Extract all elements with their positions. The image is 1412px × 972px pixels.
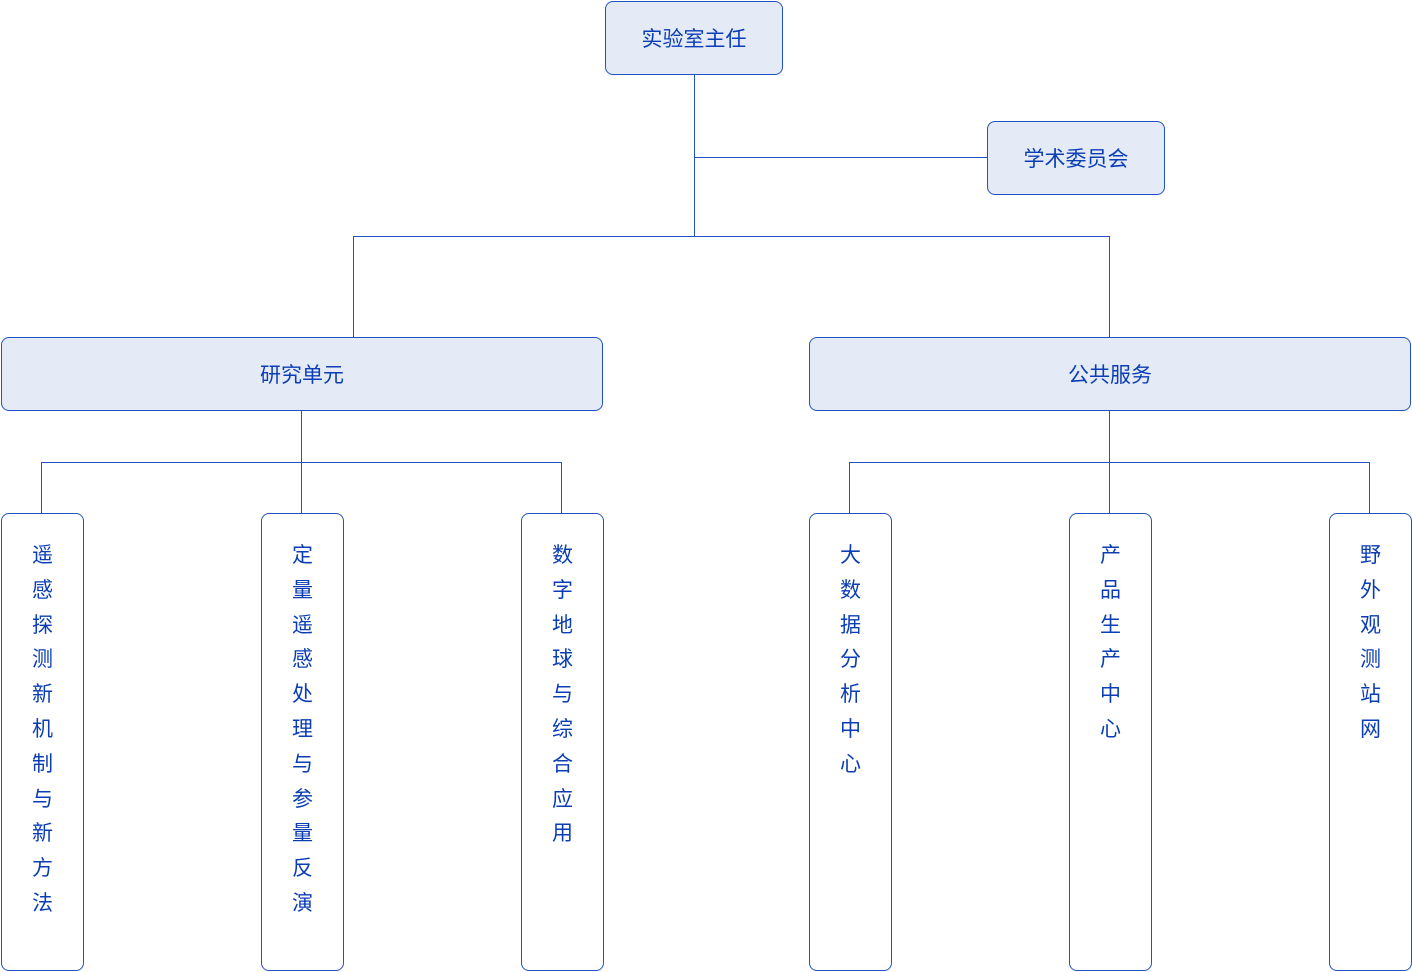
leaf-label: 数 字 地 球 与 综 合 应 用: [552, 543, 573, 846]
leaf-node: 定 量 遥 感 处 理 与 参 量 反 演: [261, 513, 344, 971]
public-services-label: 公共服务: [1068, 363, 1152, 387]
connector: [849, 462, 850, 513]
research-units-node: 研究单元: [1, 337, 603, 411]
committee-node: 学术委员会: [987, 121, 1165, 195]
committee-label: 学术委员会: [1023, 147, 1129, 171]
leaf-node: 野 外 观 测 站 网: [1329, 513, 1412, 971]
connector: [1109, 236, 1110, 337]
leaf-node: 大 数 据 分 析 中 心: [809, 513, 892, 971]
leaf-node: 数 字 地 球 与 综 合 应 用: [521, 513, 604, 971]
leaf-label: 野 外 观 测 站 网: [1360, 543, 1381, 741]
connector: [849, 462, 1370, 463]
leaf-label: 大 数 据 分 析 中 心: [840, 543, 861, 776]
connector: [353, 236, 1110, 237]
leaf-label: 遥 感 探 测 新 机 制 与 新 方 法: [32, 543, 53, 915]
connector: [41, 462, 562, 463]
root-node: 实验室主任: [605, 1, 783, 75]
leaf-node: 遥 感 探 测 新 机 制 与 新 方 法: [1, 513, 84, 971]
leaf-label: 定 量 遥 感 处 理 与 参 量 反 演: [292, 543, 313, 915]
leaf-node: 产 品 生 产 中 心: [1069, 513, 1152, 971]
connector: [1369, 462, 1370, 513]
connector: [694, 157, 987, 158]
connector: [694, 75, 695, 236]
research-units-label: 研究单元: [260, 363, 344, 387]
connector: [353, 236, 354, 337]
connector: [561, 462, 562, 513]
public-services-node: 公共服务: [809, 337, 1411, 411]
connector: [41, 462, 42, 513]
leaf-label: 产 品 生 产 中 心: [1100, 543, 1121, 741]
root-label: 实验室主任: [641, 27, 747, 51]
